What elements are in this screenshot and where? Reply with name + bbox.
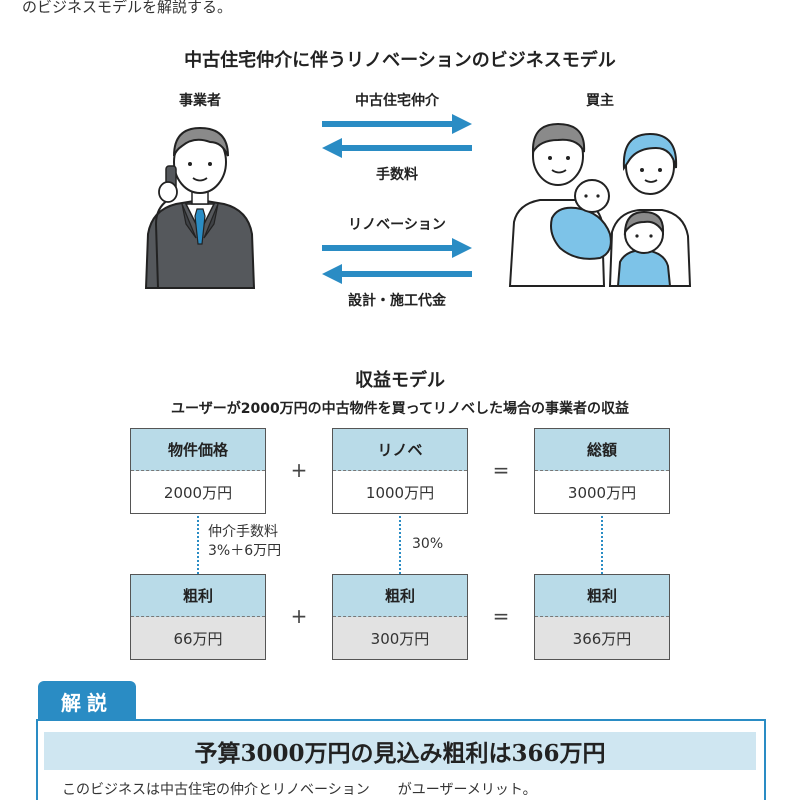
arrow-left-1 [322, 138, 472, 158]
arrow-label-design-construction: 設計・施工代金 [348, 293, 446, 309]
box-header: 総額 [535, 429, 669, 471]
box-value: 1000万円 [365, 483, 435, 502]
box-value: 3000万円 [567, 483, 637, 502]
box-value: 66万円 [131, 617, 265, 659]
explanation-headline: 予算3000万円の見込み粗利は366万円 [44, 732, 756, 770]
arrow-label-fee: 手数料 [376, 167, 418, 183]
arrow-right-2 [322, 238, 472, 258]
diagram-title: 中古住宅仲介に伴うリノベーションのビジネスモデル [184, 50, 616, 71]
gross-profit-box-total: 粗利 366万円 [534, 574, 670, 660]
total-box: 総額 3000万円 [534, 428, 670, 514]
gross-profit-box-1: 粗利 66万円 [130, 574, 266, 660]
buyer-label: 買主 [586, 93, 614, 109]
box-value: 366万円 [535, 617, 669, 659]
brokerage-fee-note: 仲介手数料 3%＋6万円 [208, 524, 282, 559]
gross-profit-box-2: 粗利 300万円 [332, 574, 468, 660]
renovation-box: リノベ 1000万円 [332, 428, 468, 514]
explanation-tab: 解説 [38, 681, 136, 721]
revenue-model-subtitle: ユーザーが2000万円の中古物件を買ってリノベした場合の事業者の収益 [171, 401, 629, 417]
property-price-box: 物件価格 2000万円 [130, 428, 266, 514]
box-header: 粗利 [333, 575, 467, 617]
arrow-right-1 [322, 114, 472, 134]
intro-text: のビジネスモデルを解説する。 [22, 0, 233, 16]
box-value: 300万円 [333, 617, 467, 659]
box-value: 2000万円 [163, 483, 233, 502]
plus-operator: + [290, 604, 308, 628]
revenue-model-title: 収益モデル [355, 370, 445, 391]
arrow-label-brokerage: 中古住宅仲介 [355, 93, 439, 109]
box-header: 物件価格 [131, 429, 265, 471]
plus-operator: + [290, 458, 308, 482]
connector-line [601, 516, 603, 574]
connector-line [399, 516, 401, 574]
explanation-body: このビジネスは中古住宅の仲介とリノベーション がユーザーメリット。 [62, 782, 537, 798]
arrow-left-2 [322, 264, 472, 284]
box-header: リノベ [333, 429, 467, 471]
equals-operator: = [492, 458, 510, 482]
equals-operator: = [492, 604, 510, 628]
box-header: 粗利 [535, 575, 669, 617]
box-header: 粗利 [131, 575, 265, 617]
business-person-illustration [144, 126, 256, 289]
family-illustration [508, 122, 692, 287]
renovation-margin-note: 30% [412, 536, 444, 552]
arrow-label-renovation: リノベーション [348, 217, 446, 233]
business-operator-label: 事業者 [179, 93, 221, 109]
connector-line [197, 516, 199, 574]
